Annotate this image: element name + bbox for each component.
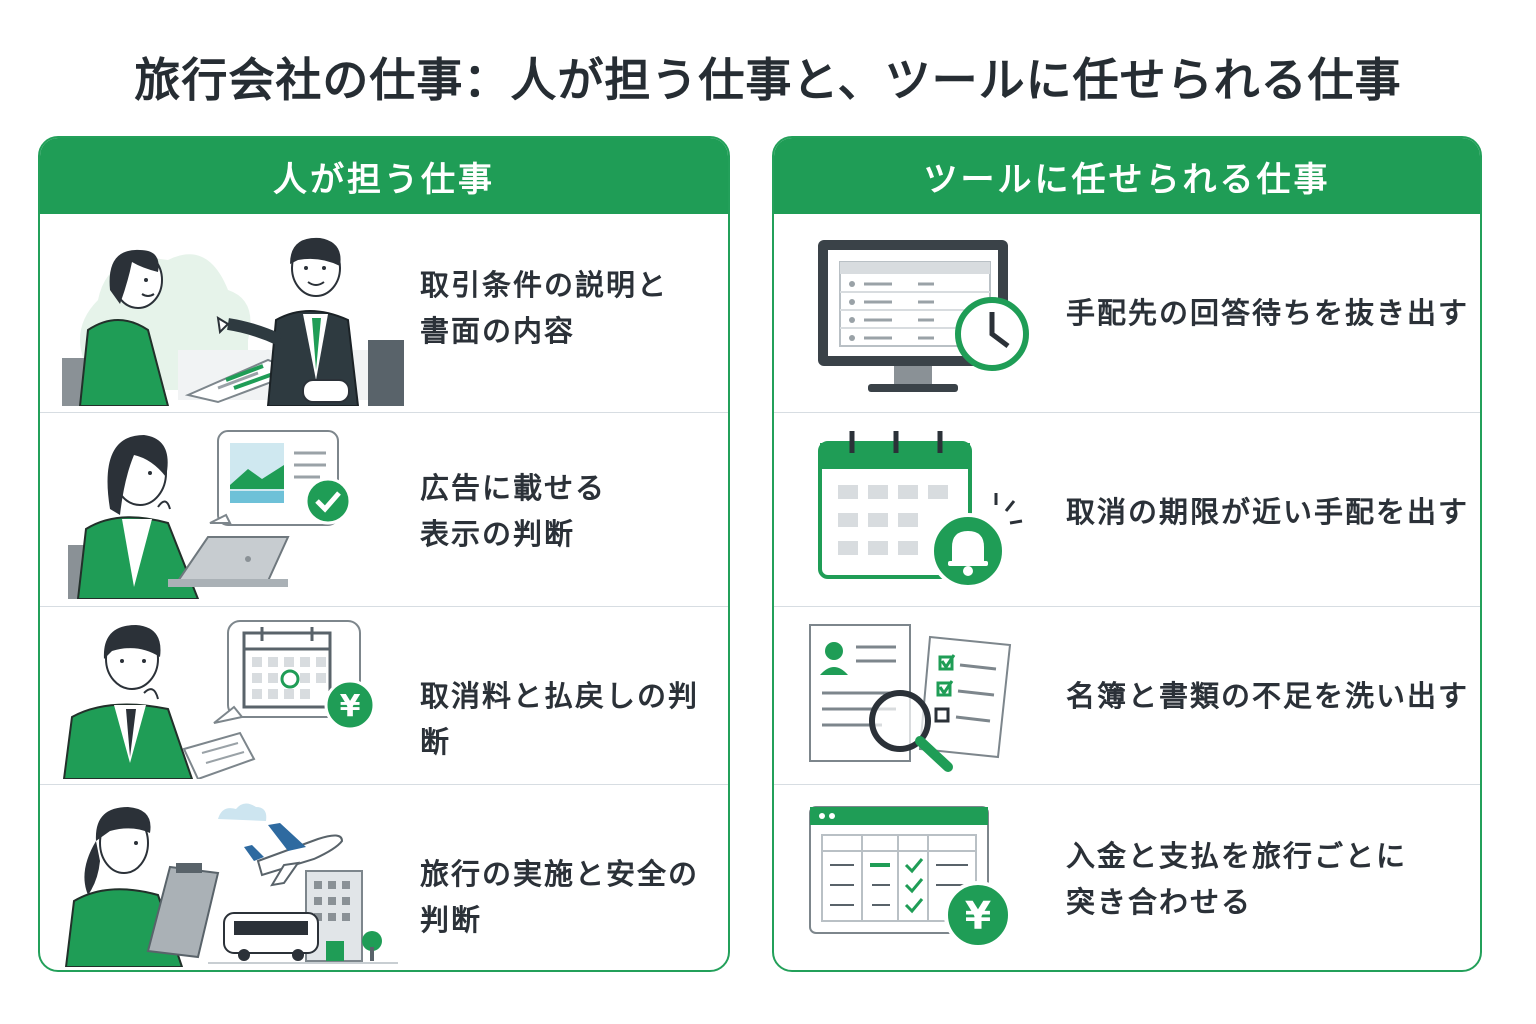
advertising-review-illustration-icon — [68, 430, 352, 599]
document-search-icon — [809, 624, 1012, 772]
tool-task-text-2: 取消の期限が近い手配を出す — [1066, 495, 1470, 529]
page-title: 旅行会社の仕事：人が担う仕事と、ツールに任せられる仕事 — [134, 53, 1402, 107]
tool-task-row-4: ¥ 入金と支払を旅行ごとに 突き合わせる — [774, 784, 1480, 970]
tool-tasks-panel: ツールに任せられる仕事 手配先の回答待ちを抜き出す — [772, 136, 1482, 972]
human-task-text-2: 広告に載せる 表示の判断 — [420, 471, 607, 551]
human-task-row-3: ¥ 取消料と払戻しの判断 — [40, 606, 728, 784]
human-task-text-1: 取引条件の説明と 書面の内容 — [420, 268, 669, 348]
consultation-illustration-icon — [62, 237, 404, 406]
tool-tasks-header: ツールに任せられる仕事 — [774, 138, 1480, 214]
spreadsheet-yen-icon: ¥ — [809, 806, 1012, 949]
human-task-row-2: 広告に載せる 表示の判断 — [40, 412, 728, 606]
human-tasks-panel: 人が担う仕事 取引条件の説明と 書面 — [38, 136, 730, 972]
calendar-bell-icon — [818, 431, 1023, 589]
human-task-row-4: 旅行の実施と安全の判断 — [40, 784, 728, 970]
yen-symbol-large: ¥ — [965, 894, 991, 938]
tool-task-text-3: 名簿と書類の不足を洗い出す — [1066, 679, 1470, 713]
yen-symbol: ¥ — [340, 689, 361, 724]
tool-task-row-3: 名簿と書類の不足を洗い出す — [774, 606, 1480, 784]
human-tasks-header: 人が担う仕事 — [40, 138, 728, 214]
monitor-clock-icon — [818, 240, 1029, 392]
human-task-row-1: 取引条件の説明と 書面の内容 — [40, 214, 728, 412]
tool-task-text-1: 手配先の回答待ちを抜き出す — [1066, 296, 1470, 330]
human-task-text-3: 取消料と払戻しの判断 — [420, 679, 700, 759]
tool-task-row-2: 取消の期限が近い手配を出す — [774, 412, 1480, 606]
tool-task-text-4: 入金と支払を旅行ごとに 突き合わせる — [1066, 839, 1408, 919]
tool-task-row-1: 手配先の回答待ちを抜き出す — [774, 214, 1480, 412]
refund-decision-illustration-icon: ¥ — [62, 620, 376, 779]
human-task-text-4: 旅行の実施と安全の判断 — [420, 857, 700, 937]
travel-safety-illustration-icon — [64, 803, 398, 967]
